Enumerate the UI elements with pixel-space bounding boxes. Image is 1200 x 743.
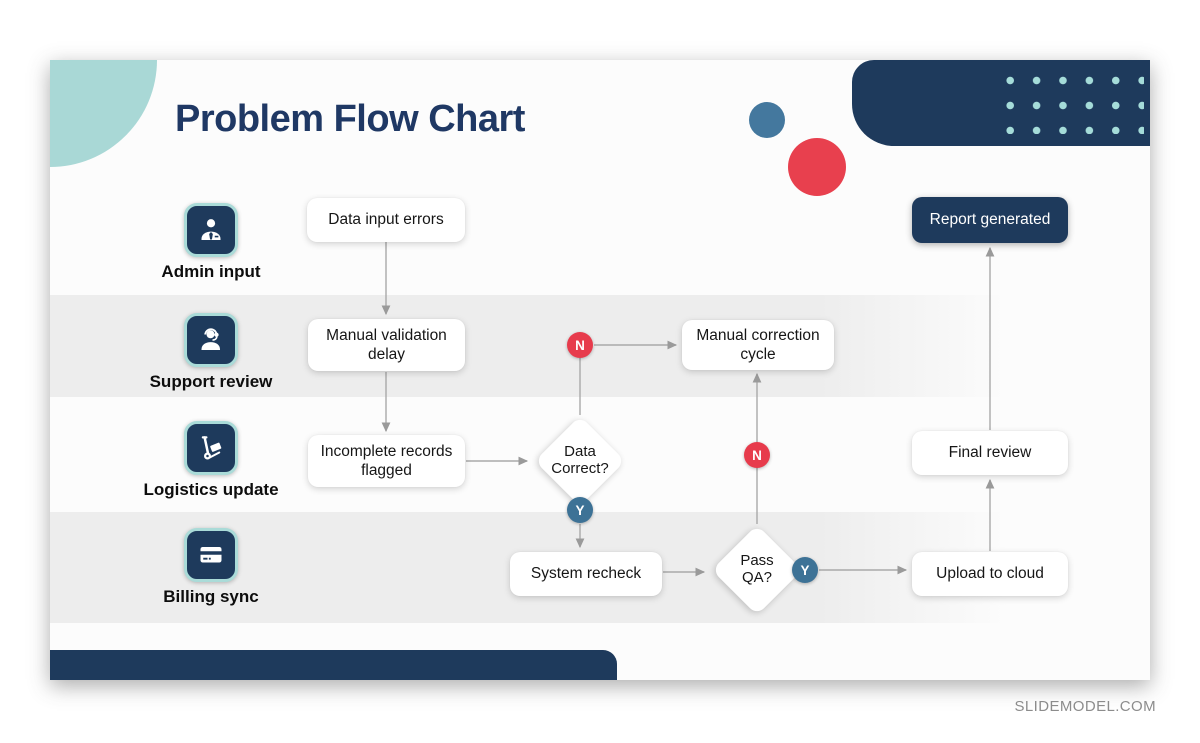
lane-header-logistics-update: Logistics update: [111, 421, 311, 500]
lane-header-billing-sync: Billing sync: [111, 528, 311, 607]
credit-card-icon: [184, 528, 238, 582]
slidemodel-watermark: SLIDEMODEL.COM: [1014, 698, 1156, 715]
yes-badge: Y: [567, 497, 593, 523]
lane-label: Billing sync: [163, 587, 259, 606]
node-incomplete-records-flagged: Incomplete records flagged: [308, 435, 465, 487]
decision-data-correct: Data Correct?: [534, 415, 626, 507]
yes-badge: Y: [792, 557, 818, 583]
lane-header-admin-input: Admin input: [111, 203, 311, 282]
bottom-navy-bar-decoration: [50, 650, 617, 680]
slide-canvas: Problem Flow Chart Admin input: [50, 60, 1150, 680]
page-title: Problem Flow Chart: [175, 98, 525, 140]
lane-label: Admin input: [161, 262, 261, 281]
node-upload-to-cloud: Upload to cloud: [912, 552, 1068, 596]
decision-label: Data Correct?: [551, 443, 609, 477]
node-system-recheck: System recheck: [510, 552, 662, 596]
dots-pattern-decoration: [992, 62, 1144, 134]
lane-label: Logistics update: [143, 480, 279, 499]
support-headset-icon: [184, 313, 238, 367]
teal-quarter-circle-decoration: [50, 60, 157, 167]
node-manual-validation-delay: Manual validation delay: [308, 319, 465, 371]
node-final-review: Final review: [912, 431, 1068, 475]
node-report-generated: Report generated: [912, 197, 1068, 243]
corner-navy-shape: [852, 60, 1150, 146]
handtruck-icon: [184, 421, 238, 475]
admin-user-icon: [184, 203, 238, 257]
lane-label: Support review: [149, 372, 273, 391]
red-circle-decoration: [788, 138, 846, 196]
no-badge: N: [744, 442, 770, 468]
node-data-input-errors: Data input errors: [307, 198, 465, 242]
decision-pass-qa: Pass QA?: [711, 524, 803, 616]
blue-circle-decoration: [749, 102, 785, 138]
no-badge: N: [567, 332, 593, 358]
lane-header-support-review: Support review: [111, 313, 311, 392]
decision-label: Pass QA?: [740, 552, 774, 586]
node-manual-correction-cycle: Manual correction cycle: [682, 320, 834, 370]
